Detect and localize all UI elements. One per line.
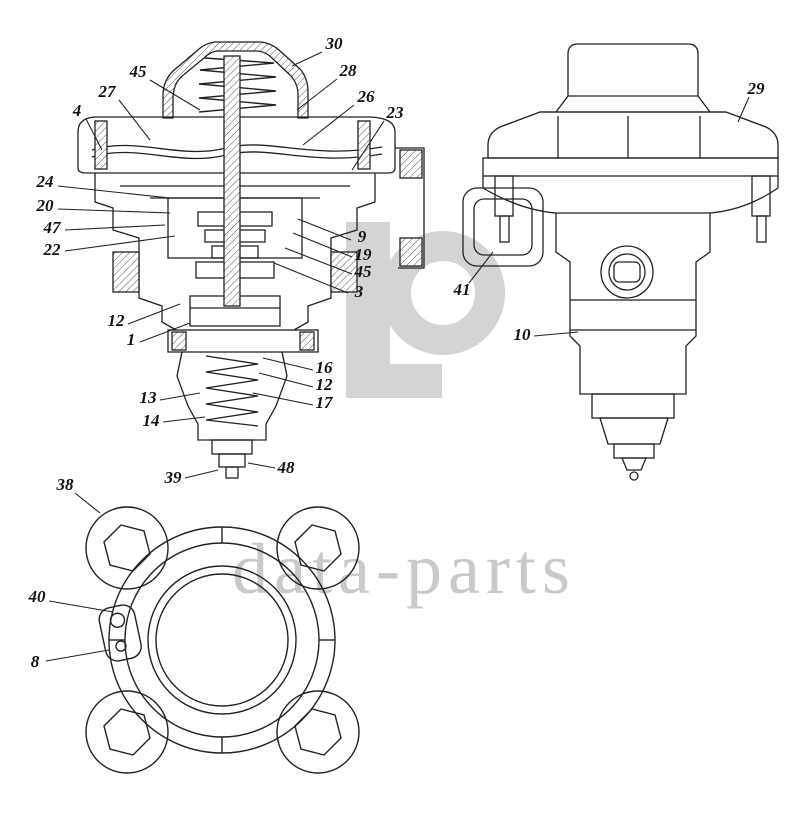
callout-leader	[118, 99, 151, 141]
callout-leader	[247, 462, 276, 469]
watermark-logo	[346, 222, 505, 398]
callout-label: 28	[339, 61, 358, 80]
callout-label: 24	[36, 172, 54, 191]
callout-label: 26	[357, 87, 376, 106]
callout-leader	[85, 118, 103, 151]
callout-leader	[737, 96, 750, 123]
callout-label: 9	[358, 227, 367, 246]
callout-leader	[262, 357, 314, 371]
callout-label: 16	[316, 358, 334, 377]
callout-leader	[297, 218, 352, 241]
callout-label: 29	[747, 79, 766, 98]
callout-leader	[292, 232, 353, 258]
callout-label: 38	[56, 475, 75, 494]
watermark-text: data-parts	[232, 529, 576, 609]
callout-label: 47	[43, 218, 63, 237]
callout-label: 22	[43, 240, 62, 259]
callout-label: 23	[386, 103, 405, 122]
callout-label: 27	[98, 82, 118, 101]
callout-label: 41	[453, 280, 471, 299]
callout-leader	[302, 104, 355, 146]
callout-label: 40	[28, 587, 47, 606]
callout-label: 12	[108, 311, 126, 330]
callout-leader	[533, 331, 579, 337]
callout-leader	[284, 247, 353, 275]
callout-leader	[252, 392, 314, 406]
callout-label: 19	[355, 245, 373, 264]
callout-leader	[258, 372, 314, 388]
callout-label: 10	[514, 325, 532, 344]
callout-leader	[149, 79, 201, 111]
callout-leader	[296, 78, 338, 111]
callout-leader	[64, 224, 166, 231]
callout-label: 48	[277, 458, 296, 477]
callout-label: 3	[354, 282, 364, 301]
callout-leader	[273, 262, 349, 294]
callout-leader	[64, 235, 176, 252]
callout-leader	[291, 51, 323, 67]
callout-leader	[45, 649, 110, 662]
callout-label: 14	[143, 411, 160, 430]
callout-leader	[57, 185, 171, 199]
cross-section-view	[77, 41, 425, 479]
callout-leader	[468, 251, 494, 284]
callout-label: 12	[316, 375, 334, 394]
callout-label: 13	[140, 388, 158, 407]
callout-leader	[57, 208, 171, 214]
callout-label: 4	[72, 101, 82, 120]
flange-view	[85, 506, 360, 774]
callout-leader	[184, 469, 219, 479]
callout-label: 1	[127, 330, 136, 349]
callout-leader	[74, 492, 101, 514]
callout-label: 45	[354, 262, 373, 281]
callout-label: 17	[316, 393, 335, 412]
callout-label: 20	[36, 196, 55, 215]
callout-leader	[48, 600, 114, 613]
callout-label: 8	[31, 652, 40, 671]
callout-leader	[139, 322, 191, 343]
callout-label: 45	[129, 62, 148, 81]
callout-leader	[351, 120, 385, 171]
callout-label: 30	[325, 34, 344, 53]
callout-leader	[162, 416, 206, 423]
side-view	[462, 43, 779, 481]
callout-label: 39	[164, 468, 183, 487]
callout-leader	[127, 303, 181, 325]
callout-leader	[159, 392, 201, 401]
